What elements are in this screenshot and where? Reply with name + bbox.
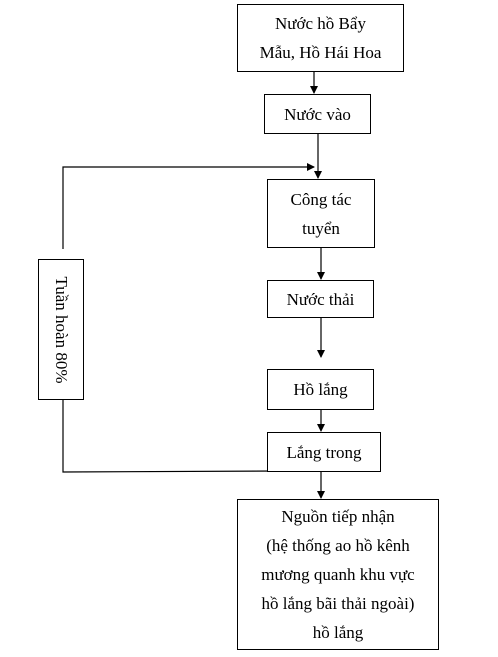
settling-pond-box: Hồ lắng — [267, 369, 374, 410]
clarifier-label: Lắng trong — [286, 442, 362, 462]
recirculation-box: Tuần hoàn 80% — [38, 259, 84, 400]
receiver-line-4: hồ lắng bãi thải ngoài) — [261, 594, 415, 613]
receiver-line-5: hồ lắng — [312, 623, 364, 642]
clarifier-box: Lắng trong — [267, 432, 381, 472]
receiver-line-2: (hệ thống ao hồ kênh — [266, 536, 410, 555]
recirculation-loop-line — [62, 163, 315, 249]
receiver-box: Nguồn tiếp nhận (hệ thống ao hồ kênh mươ… — [237, 499, 439, 650]
recirculation-label: Tuần hoàn 80% — [52, 275, 71, 384]
receiver-line-1: Nguồn tiếp nhận — [281, 507, 395, 526]
inlet-box: Nước vào — [264, 94, 371, 134]
flotation-line-2: tuyển — [302, 218, 340, 238]
inlet-label: Nước vào — [284, 104, 351, 124]
source-box: Nước hồ Bẩy Mẫu, Hồ Hái Hoa — [237, 4, 404, 72]
recirculation-return-line — [62, 400, 282, 473]
source-line-2: Mẫu, Hồ Hái Hoa — [259, 43, 382, 62]
flotation-line-1: Công tác — [290, 189, 352, 209]
settling-pond-label: Hồ lắng — [293, 380, 348, 399]
source-line-1: Nước hồ Bẩy — [275, 14, 366, 33]
wastewater-label: Nước thải — [286, 289, 355, 309]
wastewater-box: Nước thải — [267, 280, 374, 318]
flotation-box: Công tác tuyển — [267, 179, 375, 248]
receiver-line-3: mương quanh khu vực — [261, 565, 415, 584]
